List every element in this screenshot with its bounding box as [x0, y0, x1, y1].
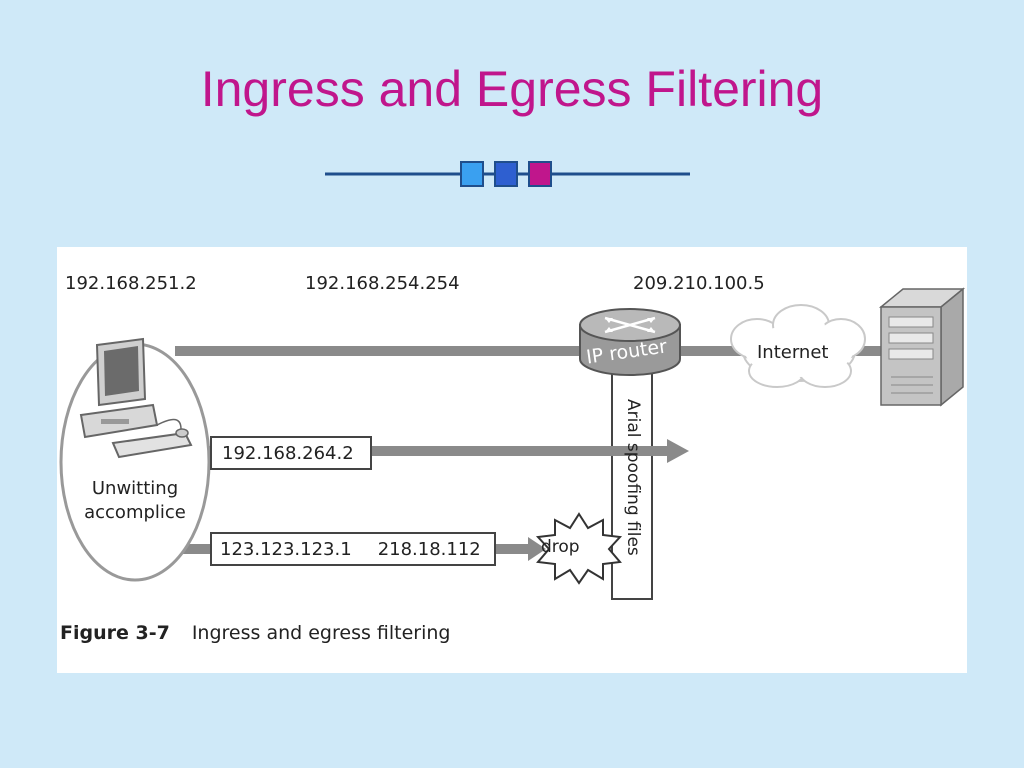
- network-diagram: [59, 287, 966, 600]
- caption-number: Figure 3-7: [60, 622, 170, 644]
- divider-square-1: [460, 161, 484, 187]
- packet-2-arrowhead: [528, 537, 546, 561]
- packet-2-box: 123.123.123.1 218.18.112: [210, 532, 496, 566]
- packet-2-destination: 218.18.112: [377, 538, 481, 560]
- client-label: Unwitting accomplice: [65, 477, 205, 525]
- client-label-line-1: Unwitting: [91, 478, 179, 499]
- figure-panel: 192.168.251.2 192.168.254.254 209.210.10…: [57, 247, 967, 673]
- drop-burst: [535, 512, 623, 585]
- gateway-ip-label: 192.168.254.254: [305, 273, 460, 294]
- internet-cloud-icon: [730, 304, 866, 388]
- caption-text: Ingress and egress filtering: [191, 622, 451, 644]
- packet-1-arrowhead: [667, 439, 689, 463]
- server-icon: [878, 287, 966, 407]
- filter-label: Arial spoofing files: [623, 399, 643, 556]
- figure-caption: Figure 3-7 Ingress and egress filtering: [60, 622, 451, 644]
- title-divider: [325, 161, 690, 187]
- client-ip-label: 192.168.251.2: [65, 273, 197, 294]
- client-label-line-2: accomplice: [84, 502, 186, 523]
- divider-square-3: [528, 161, 552, 187]
- router-ip-label: 209.210.100.5: [633, 273, 765, 294]
- router-icon: [579, 308, 681, 376]
- desktop-computer-icon: [79, 337, 193, 459]
- packet-1-arrow-shaft: [175, 446, 667, 456]
- packet-2-source: 123.123.123.1: [220, 538, 352, 560]
- divider-square-2: [494, 161, 518, 187]
- drop-label: drop: [541, 537, 580, 557]
- network-line: [175, 346, 937, 356]
- cloud-label: Internet: [757, 342, 829, 363]
- packet-1-address: 192.168.264.2: [222, 442, 354, 464]
- page-title: Ingress and Egress Filtering: [200, 61, 824, 117]
- packet-1-box: 192.168.264.2: [210, 436, 372, 470]
